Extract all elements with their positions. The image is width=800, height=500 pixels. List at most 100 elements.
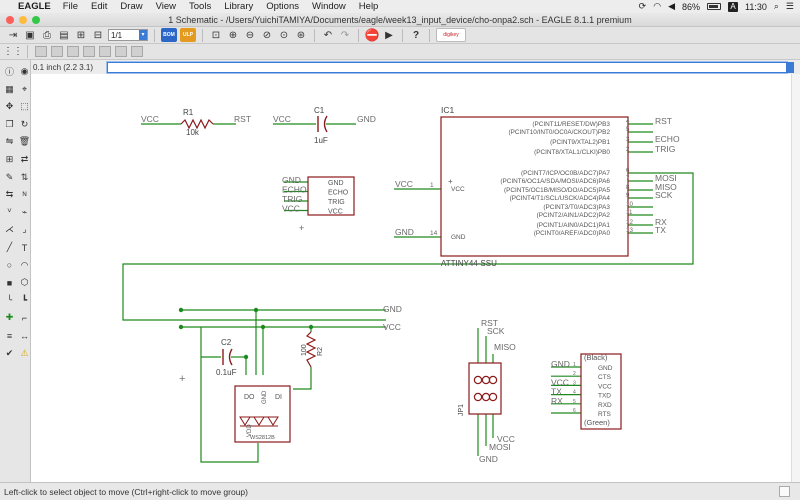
led-pin-label: DO (244, 394, 255, 401)
save-icon[interactable]: ▣ (25, 29, 35, 41)
zoom-fit-icon[interactable]: ⊡ (211, 29, 221, 41)
arc-icon[interactable]: ◠ (20, 259, 29, 270)
show-icon[interactable]: ◉ (20, 66, 29, 76)
spotlight-icon[interactable]: ⌕ (773, 1, 779, 11)
command-line-input[interactable] (107, 61, 787, 73)
wifi-icon[interactable]: ◠ (653, 1, 662, 11)
mirror-icon[interactable]: ⇋ (5, 136, 14, 147)
rotate-icon[interactable]: ↻ (20, 118, 29, 129)
menubar-clock[interactable]: 11:30 (745, 1, 767, 12)
input-source-icon[interactable]: A (728, 1, 739, 12)
notification-center-icon[interactable]: ☰ (785, 1, 794, 11)
zoom-last-icon[interactable]: ⊛ (296, 29, 306, 41)
dimension-icon[interactable]: ↔ (20, 330, 29, 341)
led-pin-label: GND (262, 390, 268, 404)
menu-options[interactable]: Options (266, 1, 299, 12)
go-icon[interactable]: ▶ (385, 29, 393, 41)
battery-icon[interactable] (707, 3, 722, 10)
undo-icon[interactable]: ↶ (323, 29, 333, 41)
change-icon[interactable]: ✎ (5, 171, 14, 182)
app-menu[interactable]: EAGLE (18, 1, 51, 12)
minimize-window-button[interactable] (19, 16, 27, 24)
stop-icon[interactable]: ⛔ (364, 28, 380, 42)
window-titlebar: 1 Schematic - /Users/YuichiTAMIYA/Docume… (0, 13, 800, 27)
menu-window[interactable]: Window (312, 1, 346, 12)
board-switch-icon[interactable]: ⊞ (76, 29, 86, 41)
mark-icon[interactable]: ⌖ (21, 83, 28, 94)
redo-icon[interactable]: ↷ (340, 29, 350, 41)
ic1-pin-label: (PCINT9/XTAL2)PB1 (550, 139, 610, 146)
menu-edit[interactable]: Edit (91, 1, 108, 12)
zoom-window-button[interactable] (32, 16, 40, 24)
sheet-select[interactable]: 1/1 ▾ (108, 29, 148, 41)
group-icon[interactable]: ⬚ (20, 101, 29, 112)
layer-filter-button[interactable] (51, 46, 63, 57)
replace-icon[interactable]: ⇄ (20, 154, 29, 164)
zoom-select-icon[interactable]: ⊙ (279, 29, 289, 41)
circle-icon[interactable]: ○ (6, 260, 13, 271)
zoom-redraw-icon[interactable]: ⊘ (262, 29, 272, 41)
zoom-out-icon[interactable]: ⊖ (245, 29, 255, 41)
layer-filter-button[interactable] (83, 46, 95, 57)
smash-icon[interactable]: ⌁ (21, 206, 28, 217)
info-icon[interactable]: ⓘ (4, 67, 14, 77)
move-icon[interactable]: ✥ (5, 101, 14, 112)
copy-icon[interactable]: ❐ (5, 118, 14, 129)
net-label-sensor: VCC (282, 204, 300, 214)
net-icon[interactable]: ╰ (6, 294, 13, 305)
toolbar-divider (202, 28, 203, 42)
ulp-icon[interactable]: ULP (180, 28, 196, 42)
command-history-dropdown[interactable] (786, 61, 794, 73)
erc-icon[interactable]: ✔ (5, 347, 14, 358)
menu-file[interactable]: File (62, 1, 79, 12)
volume-icon[interactable]: ◀ (668, 1, 675, 11)
wire-r2-bottom (293, 367, 312, 390)
rectangle-icon[interactable]: ■ (6, 277, 13, 288)
menu-library[interactable]: Library (224, 1, 254, 12)
net-label-vcc: VCC (141, 114, 159, 124)
help-icon[interactable]: ? (412, 29, 420, 41)
close-window-button[interactable] (6, 16, 14, 24)
status-bar: Left-click to select object to move (Ctr… (0, 482, 800, 500)
gateswap-icon[interactable]: ⇆ (5, 189, 14, 200)
vertical-scrollbar[interactable] (791, 74, 800, 482)
display-layers-icon[interactable]: ▦ (5, 83, 14, 94)
menu-draw[interactable]: Draw (120, 1, 143, 12)
miter-icon[interactable]: ⌟ (22, 224, 27, 235)
stop-command-icon[interactable] (779, 486, 790, 497)
junction-icon[interactable]: ✚ (5, 312, 14, 323)
sync-icon[interactable]: ⟳ (638, 1, 647, 11)
line-icon[interactable]: ╱ (6, 242, 13, 252)
open-file-icon[interactable]: ⇥ (8, 29, 18, 41)
split-icon[interactable]: ⋌ (5, 224, 14, 235)
layer-filter-button[interactable] (67, 46, 79, 57)
bom-icon[interactable]: BOM (161, 28, 177, 42)
grid-icon[interactable]: ⋮⋮ (3, 46, 23, 57)
menu-tools[interactable]: Tools (189, 1, 212, 12)
print-icon[interactable]: ⎙ (43, 29, 51, 41)
attribute-icon[interactable]: ≡ (6, 330, 13, 341)
layer-filter-button[interactable] (35, 46, 47, 57)
layer-filter-button[interactable] (131, 46, 143, 57)
sensor-body (307, 176, 355, 216)
menu-view[interactable]: View (155, 1, 177, 12)
delete-icon[interactable]: 🗑 (18, 136, 31, 147)
layer-filter-button[interactable] (115, 46, 127, 57)
schematic-icon[interactable]: ⊟ (93, 29, 103, 41)
digikey-icon[interactable]: digikey (436, 28, 466, 42)
cam-icon[interactable]: ▤ (59, 29, 69, 41)
name-icon[interactable]: ᴺ (22, 189, 27, 200)
bus-icon[interactable]: ┗ (21, 294, 28, 305)
polygon-icon[interactable]: ⬡ (20, 277, 29, 288)
text-icon[interactable]: T (21, 242, 28, 253)
ic1-pin-number: 4 (626, 118, 630, 125)
pinswap-icon[interactable]: ⇅ (20, 171, 29, 182)
value-icon[interactable]: ⱽ (7, 206, 12, 217)
errors-icon[interactable]: ⚠ (20, 347, 29, 358)
add-icon[interactable]: ⊞ (5, 154, 14, 164)
zoom-in-icon[interactable]: ⊕ (228, 29, 238, 41)
menu-help[interactable]: Help (358, 1, 379, 12)
label-icon[interactable]: ⌐ (21, 312, 28, 323)
layer-filter-button[interactable] (99, 46, 111, 57)
